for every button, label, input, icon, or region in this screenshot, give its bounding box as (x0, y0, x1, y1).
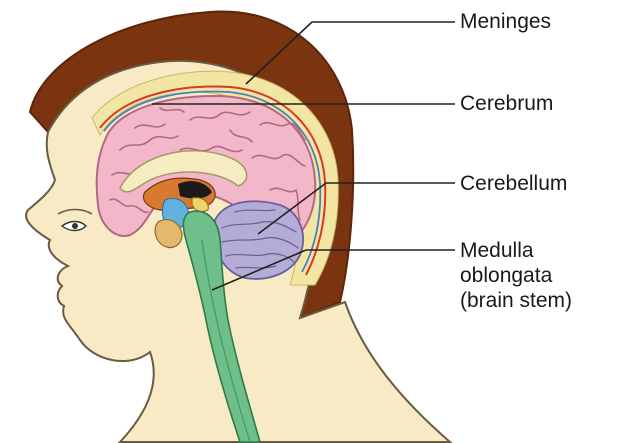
label-cerebellum: Cerebellum (460, 171, 567, 196)
label-medulla-line2: oblongata (460, 263, 572, 288)
label-cerebrum: Cerebrum (460, 91, 553, 116)
pupil (72, 223, 78, 229)
label-medulla-line3: (brain stem) (460, 288, 572, 313)
label-meninges: Meninges (460, 9, 551, 34)
label-medulla-oblongata: Medulla oblongata (brain stem) (460, 238, 572, 313)
label-medulla-line1: Medulla (460, 238, 572, 263)
